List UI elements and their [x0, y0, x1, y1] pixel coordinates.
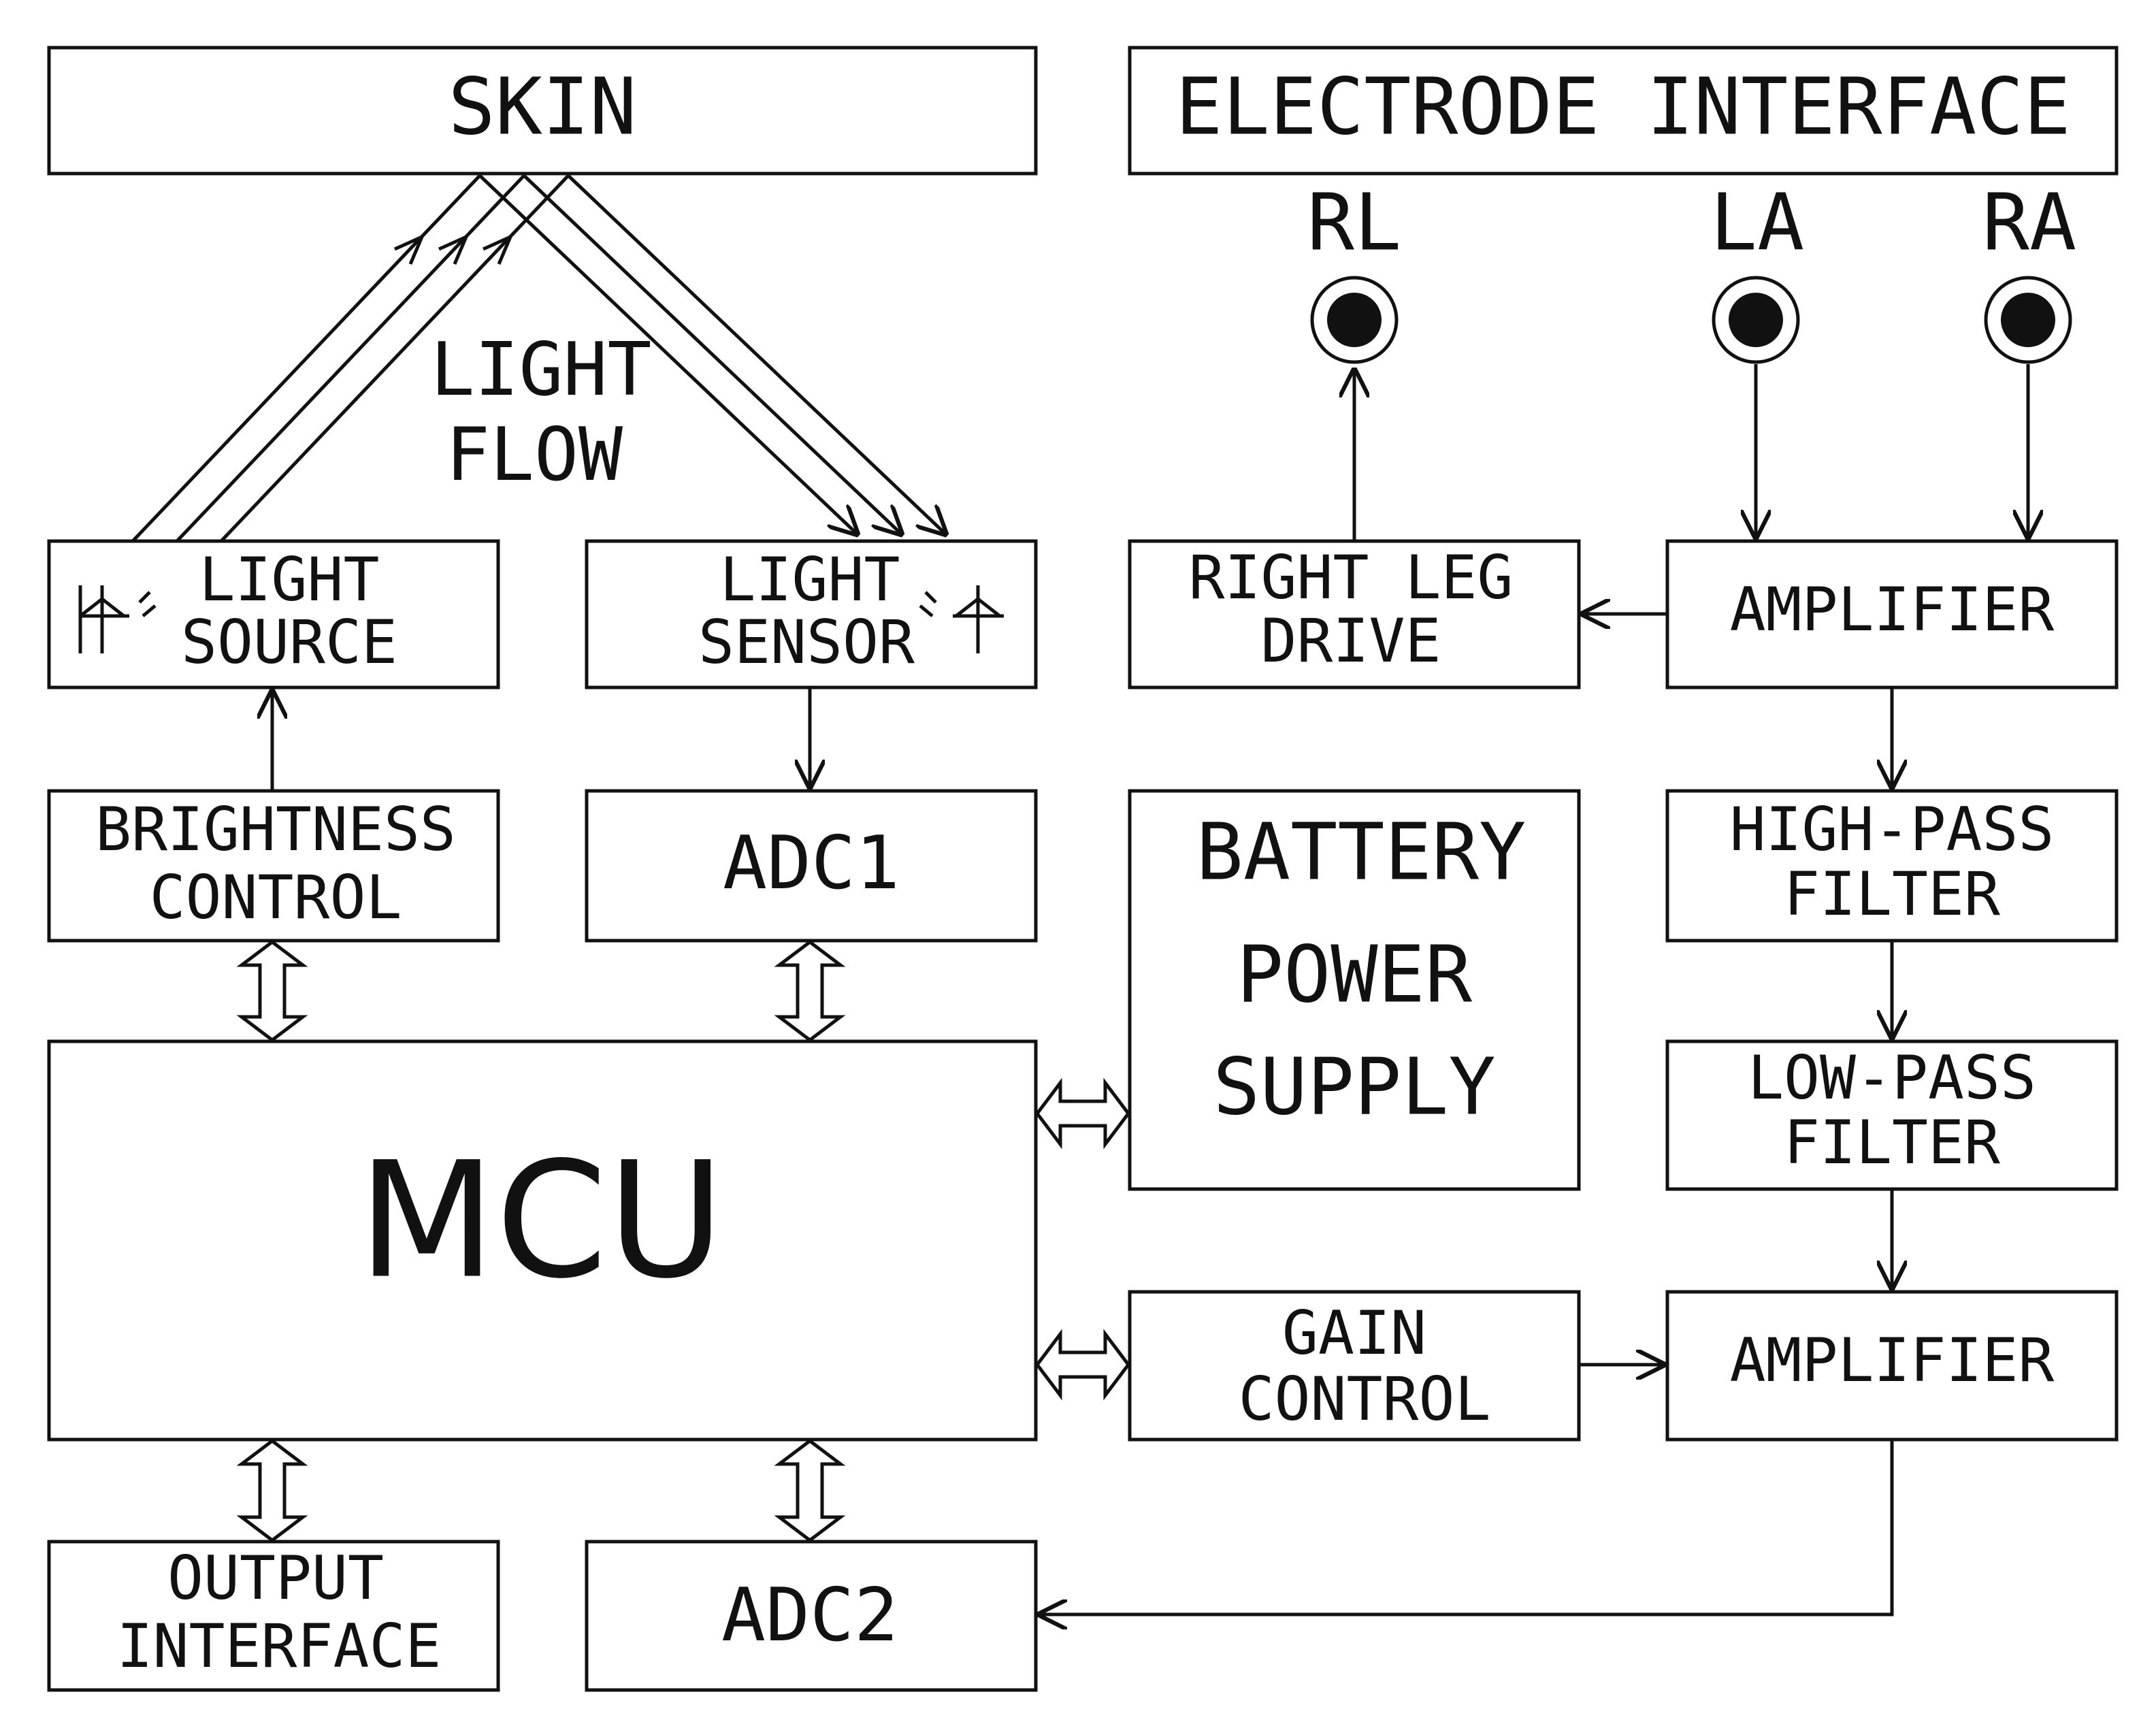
mcu-box — [47, 1039, 1038, 1442]
light-ray-up-1-head — [393, 233, 425, 265]
adc2-box — [585, 1540, 1038, 1692]
battery-power-supply-box — [1128, 789, 1581, 1191]
electrode-rl — [1310, 276, 1399, 364]
adc2-label: ADC2 — [721, 1573, 898, 1658]
light-ray-up-3-head — [482, 233, 514, 265]
low-pass-filter-label-line1: LOW-PASS — [1748, 1043, 2036, 1113]
light-ray-down-2 — [523, 174, 903, 536]
skin-box — [47, 46, 1038, 176]
bus-arrow-mcu-adc2 — [774, 1438, 846, 1543]
light-ray-up-1 — [131, 174, 481, 542]
electrode-rl-label: RL — [1307, 178, 1401, 269]
light-sensor-label-line1: LIGHT — [720, 545, 900, 615]
led-icon — [78, 585, 157, 653]
light-flow-label-line1: LIGHT — [430, 327, 651, 412]
skin-label: SKIN — [448, 62, 637, 153]
amplifier-bottom-box — [1665, 1290, 2119, 1442]
light-sensor-label-line2: SENSOR — [698, 607, 915, 677]
arrow-amp-to-adc2 — [1037, 1440, 1894, 1614]
right-leg-drive-label-line1: RIGHT LEG — [1189, 542, 1514, 613]
output-interface-label-line1: OUTPUT — [167, 1543, 384, 1613]
light-ray-up-2-head — [438, 233, 470, 265]
photodiode-icon — [919, 585, 1004, 653]
output-interface-label-line2: INTERFACE — [117, 1611, 442, 1681]
gain-control-label-line2: CONTROL — [1239, 1364, 1491, 1434]
right-leg-drive-label-line2: DRIVE — [1261, 606, 1441, 676]
light-ray-down-1 — [478, 174, 859, 536]
battery-label-line3: SUPPLY — [1213, 1042, 1495, 1133]
battery-label-line1: BATTERY — [1196, 807, 1526, 898]
brightness-control-label-line2: CONTROL — [150, 862, 402, 932]
high-pass-filter-box — [1665, 789, 2119, 943]
battery-label-line2: POWER — [1237, 930, 1473, 1021]
brightness-control-label-line1: BRIGHTNESS — [95, 794, 456, 864]
bus-arrow-adc1-mcu — [774, 939, 846, 1043]
amplifier-top-label: AMPLIFIER — [1730, 574, 2055, 645]
electrode-interface-label: ELECTRODE INTERFACE — [1175, 62, 2070, 153]
light-flow-arrows — [131, 174, 947, 542]
electrode-la-label: LA — [1710, 178, 1804, 269]
adc1-box — [585, 789, 1038, 943]
light-source-label-line2: SOURCE — [181, 607, 397, 677]
mcu-label: MCU — [358, 1128, 725, 1314]
electrode-ra — [1984, 276, 2072, 364]
low-pass-filter-box — [1665, 1039, 2119, 1191]
gain-control-label-line1: GAIN — [1282, 1298, 1426, 1368]
output-interface-box — [47, 1540, 500, 1692]
electrode-la — [1712, 276, 1800, 364]
high-pass-filter-label-line1: HIGH-PASS — [1730, 794, 2055, 864]
electrode-ra-label: RA — [1982, 178, 2076, 269]
light-flow-label-line2: FLOW — [446, 412, 623, 498]
light-ray-down-3 — [567, 174, 947, 536]
electrode-interface-box — [1128, 46, 2119, 176]
light-source-label-line1: LIGHT — [199, 545, 380, 615]
bus-arrow-mcu-gain — [1034, 1329, 1131, 1401]
amplifier-bottom-label: AMPLIFIER — [1730, 1325, 2055, 1395]
low-pass-filter-label-line2: FILTER — [1784, 1107, 2000, 1177]
bus-arrow-brightness-mcu — [236, 939, 308, 1043]
right-leg-drive-box — [1128, 539, 1581, 689]
gain-control-box — [1128, 1290, 1581, 1442]
adc1-label: ADC1 — [723, 821, 900, 906]
bus-arrow-mcu-output — [236, 1438, 308, 1543]
high-pass-filter-label-line2: FILTER — [1784, 859, 2000, 929]
brightness-control-box — [47, 789, 500, 943]
bus-arrow-mcu-battery — [1034, 1077, 1131, 1150]
